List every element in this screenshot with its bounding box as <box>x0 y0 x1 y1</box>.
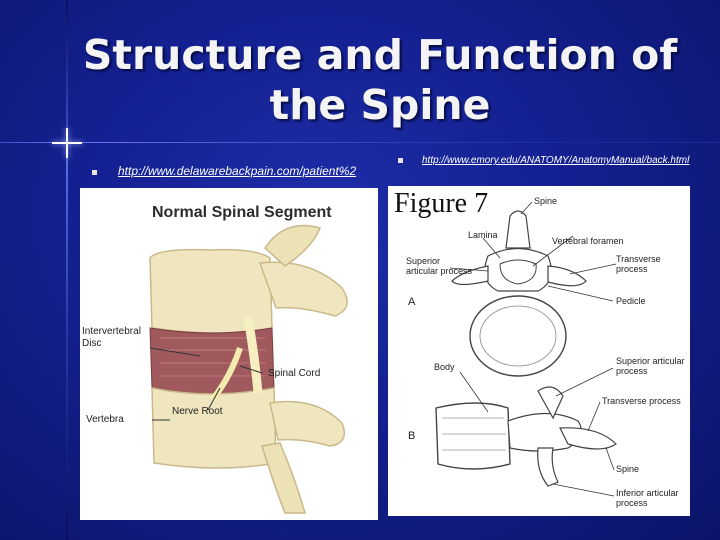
link-emory-anatomy[interactable]: http://www.emory.edu/ANATOMY/AnatomyManu… <box>422 155 690 166</box>
spinal-segment-image: Normal Spinal Segment Intervertebral Dis… <box>80 188 378 520</box>
bullet-icon <box>398 158 403 163</box>
label-body: Body <box>434 362 455 372</box>
vertebra-illustration <box>435 201 617 497</box>
figure-heading: Normal Spinal Segment <box>152 204 332 221</box>
label-spine-bottom: Spine <box>616 464 640 474</box>
link-delawarebackpain[interactable]: http://www.delawarebackpain.com/patient%… <box>118 164 357 178</box>
label-transverse-process-a: Transverse process <box>616 254 661 275</box>
spinal-segment-illustration <box>149 224 348 514</box>
bullet-icon <box>92 170 97 175</box>
decorative-vertical-line <box>66 0 68 540</box>
label-lamina: Lamina <box>468 230 498 240</box>
label-vertebral-foramen: Vertebral foramen <box>552 236 624 246</box>
label-spinal-cord: Spinal Cord <box>268 368 321 379</box>
label-vertebra: Vertebra <box>86 414 124 425</box>
label-pedicle: Pedicle <box>616 296 646 306</box>
label-transverse-process-b: Transverse process <box>602 396 681 406</box>
label-superior-articular-process-b: Superior articular process <box>616 356 685 377</box>
label-spine-top: Spine <box>534 196 558 206</box>
slide-title: Structure and Function of the Spine <box>82 31 678 130</box>
vertebra-figure-image: Figure 7 Spine Lamina Vertebral foramen … <box>388 186 690 516</box>
decorative-horizontal-line <box>0 142 720 143</box>
sparkle-icon <box>52 128 82 158</box>
figure-heading: Figure 7 <box>394 188 489 219</box>
label-nerve-root: Nerve Root <box>172 406 223 417</box>
label-superior-articular-process-a: Superior articular process <box>406 256 473 277</box>
label-inferior-articular-process: Inferior articular process <box>616 488 679 509</box>
label-figure-a: A <box>408 296 416 308</box>
label-figure-b: B <box>408 430 416 442</box>
label-intervertebral-disc: Intervertebral Disc <box>82 326 141 349</box>
